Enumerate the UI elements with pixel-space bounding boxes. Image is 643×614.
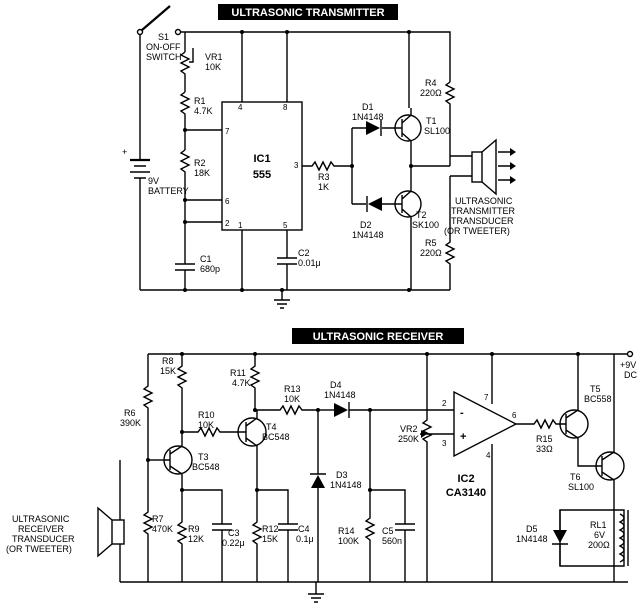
svg-text:+: + [460, 431, 466, 443]
receiver-title-bg [292, 328, 464, 344]
ic2-ca3140: - + 2 3 7 4 6 IC2 CA3140 [440, 354, 530, 582]
tx-top-drops [241, 32, 410, 108]
svg-text:1: 1 [238, 221, 243, 230]
svg-text:6: 6 [512, 411, 517, 420]
svg-text:3: 3 [442, 439, 447, 448]
tx-ground-symbol [274, 290, 290, 309]
receiver-title: ULTRASONIC RECEIVER [313, 331, 444, 343]
svg-text:C30.22μ: C30.22μ [222, 528, 245, 548]
svg-text:3: 3 [294, 161, 299, 170]
svg-text:555: 555 [253, 169, 271, 181]
svg-text:+: + [122, 147, 127, 157]
transmitter-title-bg [218, 4, 398, 20]
svg-text:5: 5 [283, 221, 288, 230]
svg-text:4: 4 [238, 103, 243, 112]
svg-text:7: 7 [484, 393, 489, 402]
tx-top-rail [185, 31, 451, 82]
svg-text:2: 2 [225, 219, 230, 228]
svg-text:IC1: IC1 [253, 153, 270, 165]
svg-text:CA3140: CA3140 [446, 487, 486, 499]
svg-text:6: 6 [225, 197, 230, 206]
svg-text:8: 8 [283, 103, 288, 112]
svg-text:C40.1μ: C40.1μ [296, 524, 314, 544]
svg-text:IC2: IC2 [457, 473, 474, 485]
svg-text:4: 4 [486, 451, 491, 460]
svg-text:C20.01μ: C20.01μ [298, 248, 321, 268]
transmitter-title: ULTRASONIC TRANSMITTER [231, 7, 384, 19]
svg-text:-: - [460, 407, 464, 419]
rx-ground-symbol [308, 582, 324, 603]
svg-text:7: 7 [225, 127, 230, 136]
ic1-555: IC1 555 4 8 7 6 2 1 5 3 [221, 101, 303, 290]
svg-text:R14.7K: R14.7K [194, 96, 213, 116]
svg-text:2: 2 [442, 399, 447, 408]
